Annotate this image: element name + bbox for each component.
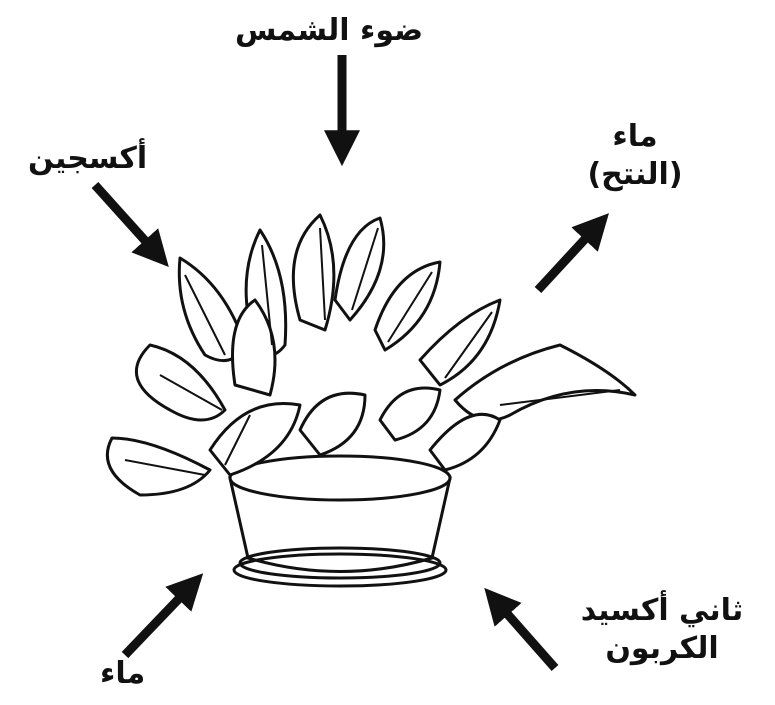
flower-pot — [230, 456, 450, 586]
co2-line2-text: الكربون — [562, 630, 762, 668]
co2-arrow — [495, 600, 555, 668]
water-label: ماء — [100, 655, 145, 693]
sunlight-label: ضوء الشمس — [235, 12, 423, 50]
transpiration-note-text: (النتح) — [565, 156, 705, 194]
plant-leaves — [107, 215, 635, 495]
co2-label: ثاني أكسيد الكربون — [562, 592, 762, 667]
oxygen-arrow — [95, 185, 158, 255]
co2-line1-text: ثاني أكسيد — [562, 592, 762, 630]
water-arrow — [125, 585, 192, 655]
transpiration-arrow — [538, 225, 598, 290]
oxygen-label: أكسجين — [28, 140, 147, 178]
transpiration-label: ماء (النتح) — [565, 118, 705, 193]
transpiration-water-text: ماء — [565, 118, 705, 156]
